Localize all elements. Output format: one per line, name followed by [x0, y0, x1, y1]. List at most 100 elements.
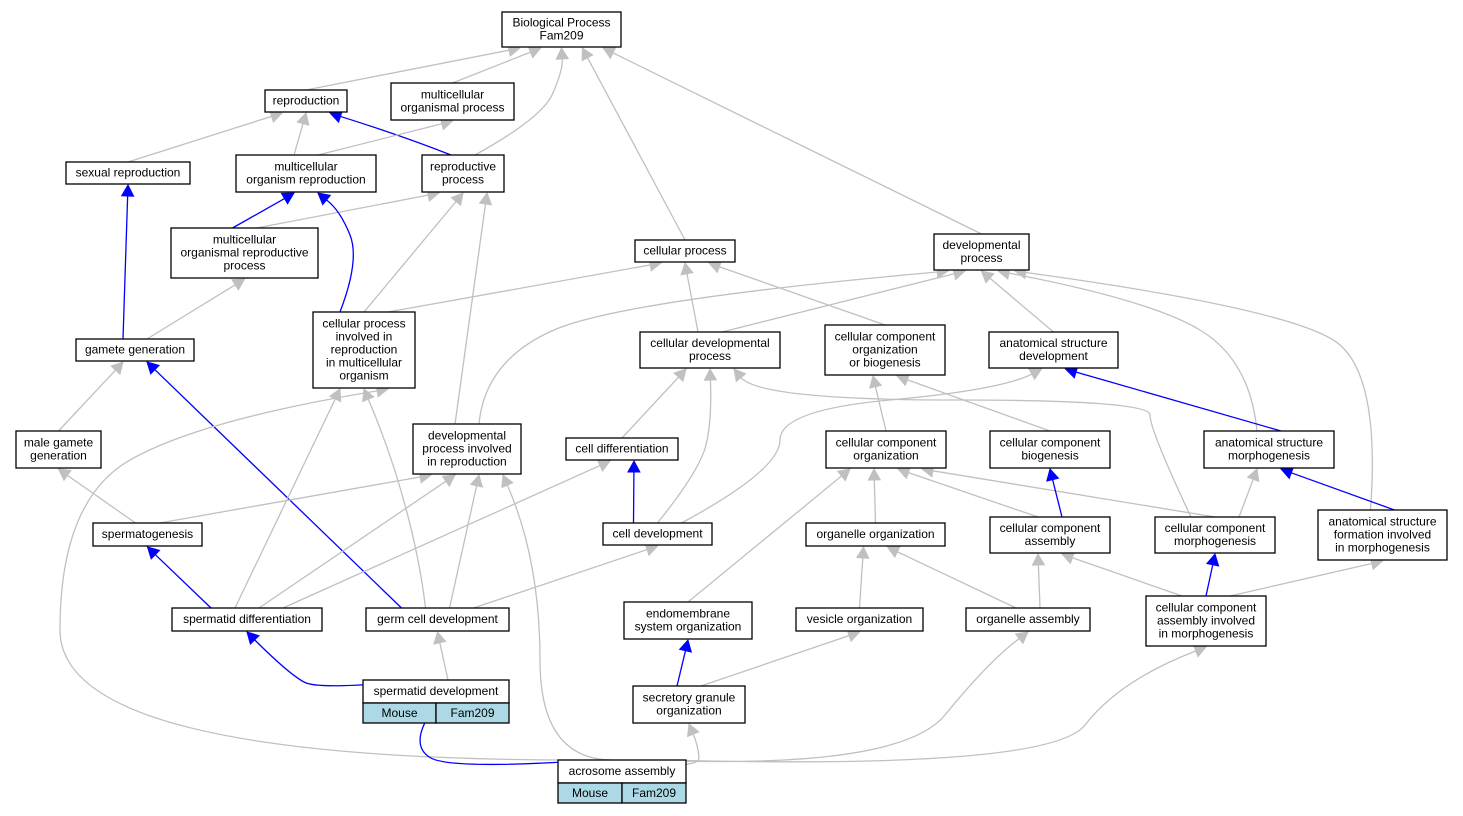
node-label-line: biogenesis [1021, 449, 1078, 463]
edge-arrowhead [1014, 631, 1029, 645]
node-tag-cell [621, 782, 687, 804]
edge-organelle_assembly-to-organelle_organization [886, 545, 1017, 609]
edge-cell_development-to-cell_differentiation [627, 459, 641, 524]
node-tag-label: Mouse [381, 706, 417, 720]
edge-cell_development-to-cdp [656, 367, 718, 524]
go-term-node-spermatogenesis[interactable]: spermatogenesis [92, 522, 203, 547]
edge-line [473, 548, 648, 609]
go-term-node-spermatid-differentiation[interactable]: spermatid differentiation [171, 607, 323, 632]
node-label-line: organelle assembly [976, 612, 1079, 626]
edge-germ_cell_development-to-dpir [448, 473, 484, 609]
node-box [264, 89, 348, 113]
edge-sexual_reproduction-to-reproduction [127, 110, 283, 163]
edge-ccaim-to-asfim [1229, 556, 1384, 597]
node-label-line: vesicle organization [807, 612, 912, 626]
edge-line [258, 480, 447, 609]
edge-line [282, 464, 601, 609]
node-label-line: reproduction [331, 343, 398, 357]
edge-developmental_process-to-bp [602, 46, 982, 235]
node-box [501, 11, 622, 48]
edge-arrowhead [296, 111, 310, 126]
go-term-node-gamete-generation[interactable]: gamete generation [75, 338, 195, 362]
edge-line [478, 271, 938, 425]
edge-arrowhead [602, 46, 617, 60]
edge-germ_cell_development-to-gamete_generation [146, 361, 402, 609]
node-box [933, 233, 1030, 271]
go-term-node-cell-differentiation[interactable]: cell differentiation [565, 437, 679, 461]
node-label-line: Biological Process [512, 16, 610, 30]
node-label-line: organismal reproductive [180, 246, 308, 260]
node-box [421, 154, 505, 193]
edge-cdp-to-cellular_process [680, 261, 699, 333]
node-label-line: development [1019, 349, 1088, 363]
edge-arrowhead [1192, 644, 1207, 658]
node-label-line: anatomical structure [1215, 436, 1323, 450]
edge-arrowhead [708, 260, 723, 274]
edge-arrowhead [527, 46, 542, 59]
edge-line [687, 475, 842, 603]
go-term-node-organelle-organization[interactable]: organelle organization [805, 522, 946, 547]
edge-arrowhead [703, 367, 718, 381]
node-box [805, 522, 946, 547]
edge-line [908, 472, 1039, 518]
node-box [75, 338, 195, 362]
go-term-node-germ-cell-development[interactable]: germ cell development [365, 607, 510, 632]
edge-line [293, 123, 304, 156]
edge-line [159, 476, 421, 524]
edge-spermatid_differentiation-to-cpirmo [234, 388, 342, 609]
node-label-line: cellular component [1000, 521, 1101, 535]
edge-line [1291, 472, 1395, 511]
edge-arrowhead [1046, 467, 1060, 482]
go-term-node-reproduction[interactable]: reproduction [264, 89, 348, 113]
go-term-node-sexual-reproduction[interactable]: sexual reproduction [65, 161, 191, 185]
edge-layer [57, 43, 1395, 766]
edge-arrowhead [120, 183, 135, 197]
node-box [602, 522, 713, 546]
go-term-node-vesicle-organization[interactable]: vesicle organization [795, 607, 924, 632]
edge-arrowhead [1205, 552, 1220, 567]
node-label-line: in multicellular [326, 356, 402, 370]
node-label-line: gamete generation [85, 343, 185, 357]
edge-line [326, 199, 354, 313]
edge-line [367, 398, 427, 609]
edge-line [656, 379, 712, 524]
edge-acrosome_assembly-to-ccaim [666, 644, 1207, 763]
edge-line [127, 115, 272, 163]
go-term-node-cell-development[interactable]: cell development [602, 522, 713, 546]
go-term-node-cellular-process[interactable]: cellular process [634, 239, 736, 263]
edge-arrowhead [627, 459, 641, 473]
edge-line [676, 650, 687, 687]
edge-line [719, 266, 886, 326]
go-term-node-organelle-assembly[interactable]: organelle assembly [965, 607, 1091, 632]
node-label-line: spermatid development [374, 684, 499, 698]
edge-mor-to-mop [317, 117, 454, 156]
edge-arrowhead [478, 191, 493, 206]
node-label-line: cellular process [643, 244, 726, 258]
edge-asm-to-asd [1064, 365, 1282, 432]
edge-morp-to-mor [232, 192, 295, 229]
node-box [1154, 516, 1276, 554]
